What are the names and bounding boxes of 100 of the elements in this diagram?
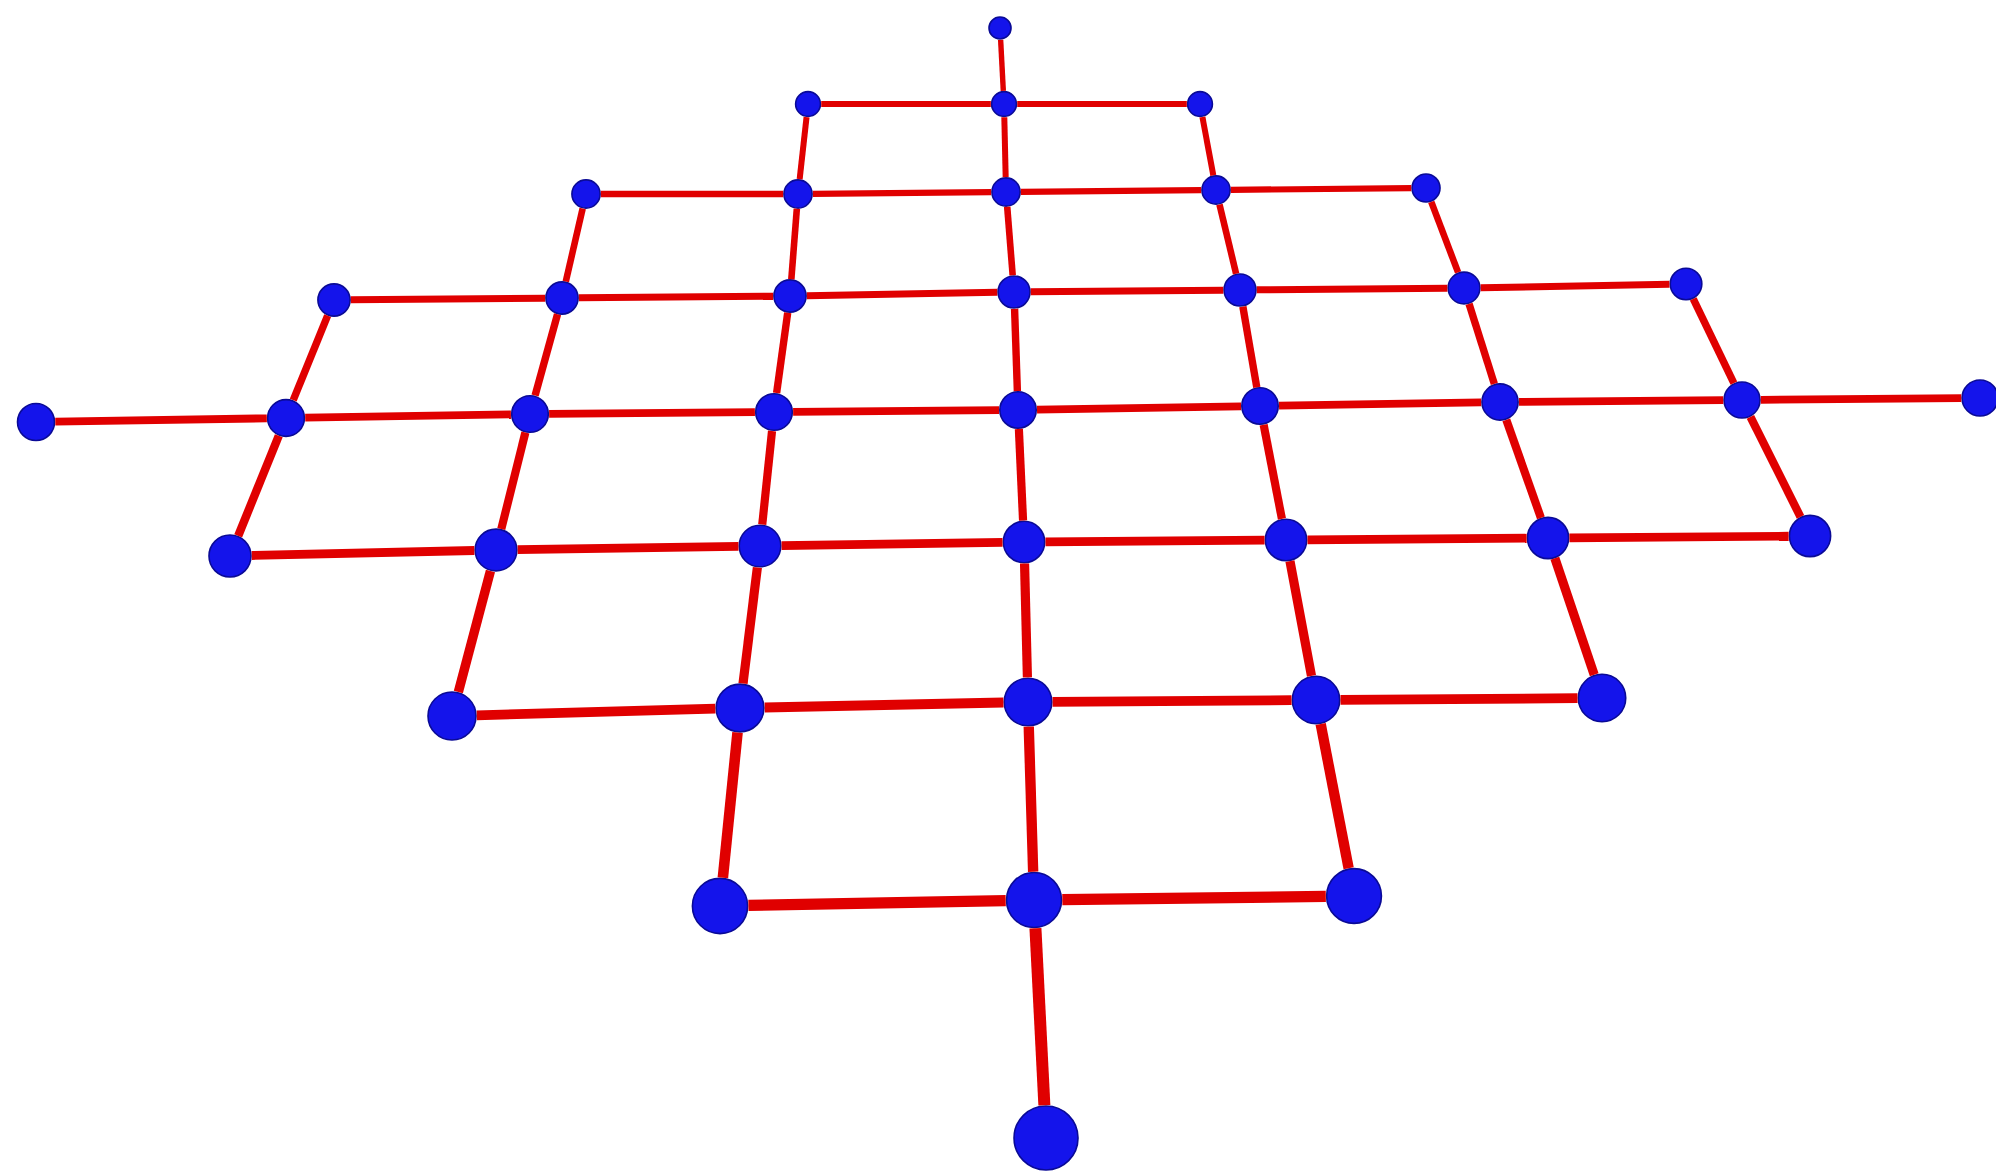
rod-edge xyxy=(1023,726,1039,872)
rod-edge xyxy=(476,703,716,721)
sphere-node xyxy=(1447,271,1481,305)
sphere-node xyxy=(1201,175,1231,205)
rod-edge xyxy=(781,537,1003,551)
rod-edge xyxy=(350,294,546,304)
rod-edge xyxy=(1001,117,1009,178)
rod-edge xyxy=(1307,533,1527,545)
rod-edge xyxy=(764,697,1004,713)
rod-edge xyxy=(234,434,283,538)
rod-edge xyxy=(1518,396,1724,406)
sphere-node xyxy=(1325,867,1383,925)
rod-edge xyxy=(251,546,475,560)
sphere-node xyxy=(1481,383,1519,421)
rod-edge xyxy=(1315,723,1354,870)
sphere-node xyxy=(571,179,601,209)
rod-edge xyxy=(748,894,1006,912)
rod-edge xyxy=(1502,418,1545,520)
rod-edge xyxy=(1285,560,1317,677)
sphere-node xyxy=(1526,516,1570,560)
sphere-node xyxy=(754,392,794,432)
sphere-node xyxy=(997,275,1031,309)
sphere-node xyxy=(990,90,1018,118)
rod-edge xyxy=(788,208,801,280)
rod-edge xyxy=(1256,284,1448,294)
sphere-node xyxy=(1003,677,1053,727)
rod-edge xyxy=(1230,185,1412,193)
sphere-node xyxy=(1577,673,1627,723)
sphere-node xyxy=(1002,520,1046,564)
rod-edge xyxy=(1428,200,1462,274)
sphere-node xyxy=(1723,381,1761,419)
rod-edge xyxy=(55,414,267,426)
sphere-node xyxy=(1669,267,1703,301)
rod-edge xyxy=(1029,927,1051,1106)
rod-edge xyxy=(600,190,784,198)
rod-edge xyxy=(1014,428,1028,521)
rod-edge xyxy=(1746,415,1805,519)
rod-edge xyxy=(578,292,774,302)
sphere-node xyxy=(427,691,477,741)
rod-edge xyxy=(772,312,792,394)
rod-edge xyxy=(1689,297,1738,385)
rod-edge xyxy=(453,569,495,694)
rod-edge xyxy=(1045,535,1265,547)
sphere-node xyxy=(999,391,1037,429)
rod-edge xyxy=(1465,302,1498,386)
rod-edge xyxy=(1020,186,1202,196)
sphere-node xyxy=(474,528,518,572)
rod-edge xyxy=(758,430,777,525)
rod-edge xyxy=(1019,563,1032,678)
rod-edge xyxy=(1199,116,1217,176)
sphere-node xyxy=(317,283,351,317)
rod-edge xyxy=(1569,531,1789,543)
sphere-node xyxy=(715,683,765,733)
sphere-node xyxy=(1961,379,1996,417)
sphere-node xyxy=(1005,871,1063,929)
rod-edge xyxy=(517,541,739,555)
rod-edge xyxy=(1062,890,1326,906)
rod-edge xyxy=(1760,394,1962,404)
sphere-node xyxy=(1788,514,1832,558)
rod-edge xyxy=(305,410,511,422)
sphere-node xyxy=(1223,273,1257,307)
sphere-node xyxy=(510,394,550,434)
sphere-node xyxy=(988,16,1012,40)
sphere-node xyxy=(1241,387,1279,425)
rod-edge xyxy=(1030,286,1224,296)
rod-edge xyxy=(1010,308,1022,392)
rod-edge xyxy=(1216,203,1240,275)
rod-edge xyxy=(806,288,998,300)
rod-edge xyxy=(717,732,743,879)
rod-edge xyxy=(1239,305,1261,388)
sphere-node xyxy=(16,402,56,442)
rod-edge xyxy=(812,188,992,198)
sphere-node xyxy=(1013,1105,1079,1171)
sphere-node xyxy=(1186,90,1214,118)
sphere-node xyxy=(266,398,306,438)
rod-edge xyxy=(1017,101,1187,107)
rod-edge xyxy=(796,116,810,180)
sphere-node xyxy=(783,179,813,209)
sphere-node xyxy=(545,281,579,315)
sphere-node xyxy=(1264,518,1308,562)
rod-edge xyxy=(549,408,755,418)
rod-edge xyxy=(562,207,586,283)
rod-edge xyxy=(531,313,562,397)
sphere-node xyxy=(794,90,822,118)
sphere-node xyxy=(1291,675,1341,725)
rod-edge xyxy=(1003,206,1016,276)
rod-edge xyxy=(497,431,530,530)
rod-edge xyxy=(738,566,762,685)
sphere-node xyxy=(738,524,782,568)
sphere-node xyxy=(1411,173,1441,203)
sphere-node xyxy=(991,177,1021,207)
sphere-node xyxy=(691,877,749,935)
sphere-node xyxy=(208,534,252,578)
rod-edge xyxy=(997,39,1006,91)
sphere-node xyxy=(773,279,807,313)
rod-edge xyxy=(793,406,1000,416)
rod-edge xyxy=(289,314,332,402)
rod-edge xyxy=(1259,423,1286,520)
rod-edge xyxy=(821,101,991,107)
rod-edge xyxy=(1480,280,1670,292)
